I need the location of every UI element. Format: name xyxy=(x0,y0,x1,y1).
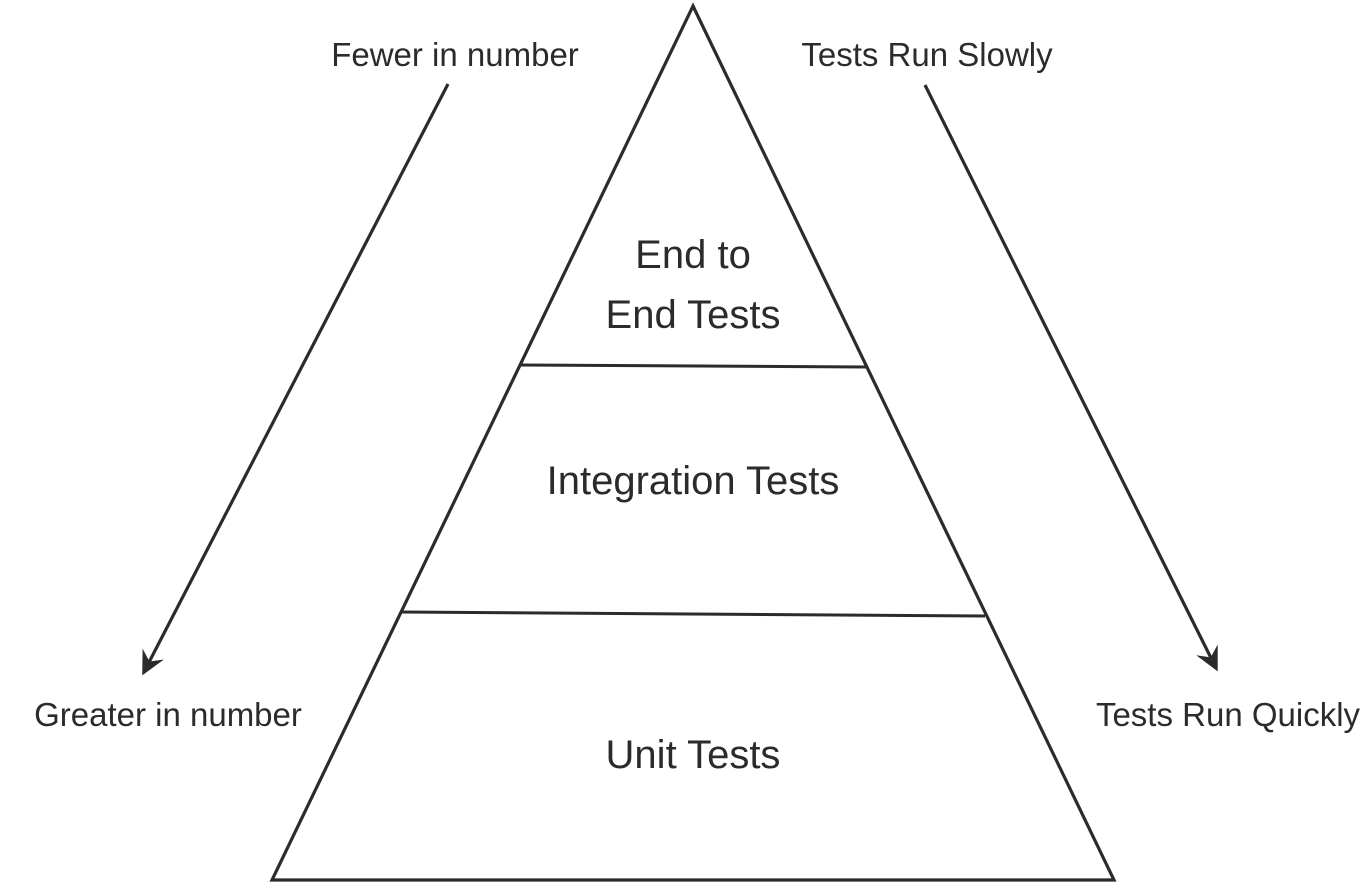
divider-e2e-integration xyxy=(519,363,867,369)
label-greater-in-number: Greater in number xyxy=(34,696,302,733)
left-arrow xyxy=(142,83,450,676)
pyramid-outline xyxy=(269,2,1117,882)
level-label-unit: Unit Tests xyxy=(606,733,781,777)
divider-integration-unit xyxy=(400,610,986,618)
label-fewer-in-number: Fewer in number xyxy=(331,36,579,73)
level-label-end-to-end-line2: End Tests xyxy=(606,293,781,337)
right-arrow xyxy=(923,84,1218,672)
label-tests-run-quickly: Tests Run Quickly xyxy=(1096,696,1361,733)
level-label-end-to-end-line1: End to xyxy=(635,233,751,277)
label-tests-run-slowly: Tests Run Slowly xyxy=(801,36,1053,73)
level-label-integration: Integration Tests xyxy=(547,459,840,503)
